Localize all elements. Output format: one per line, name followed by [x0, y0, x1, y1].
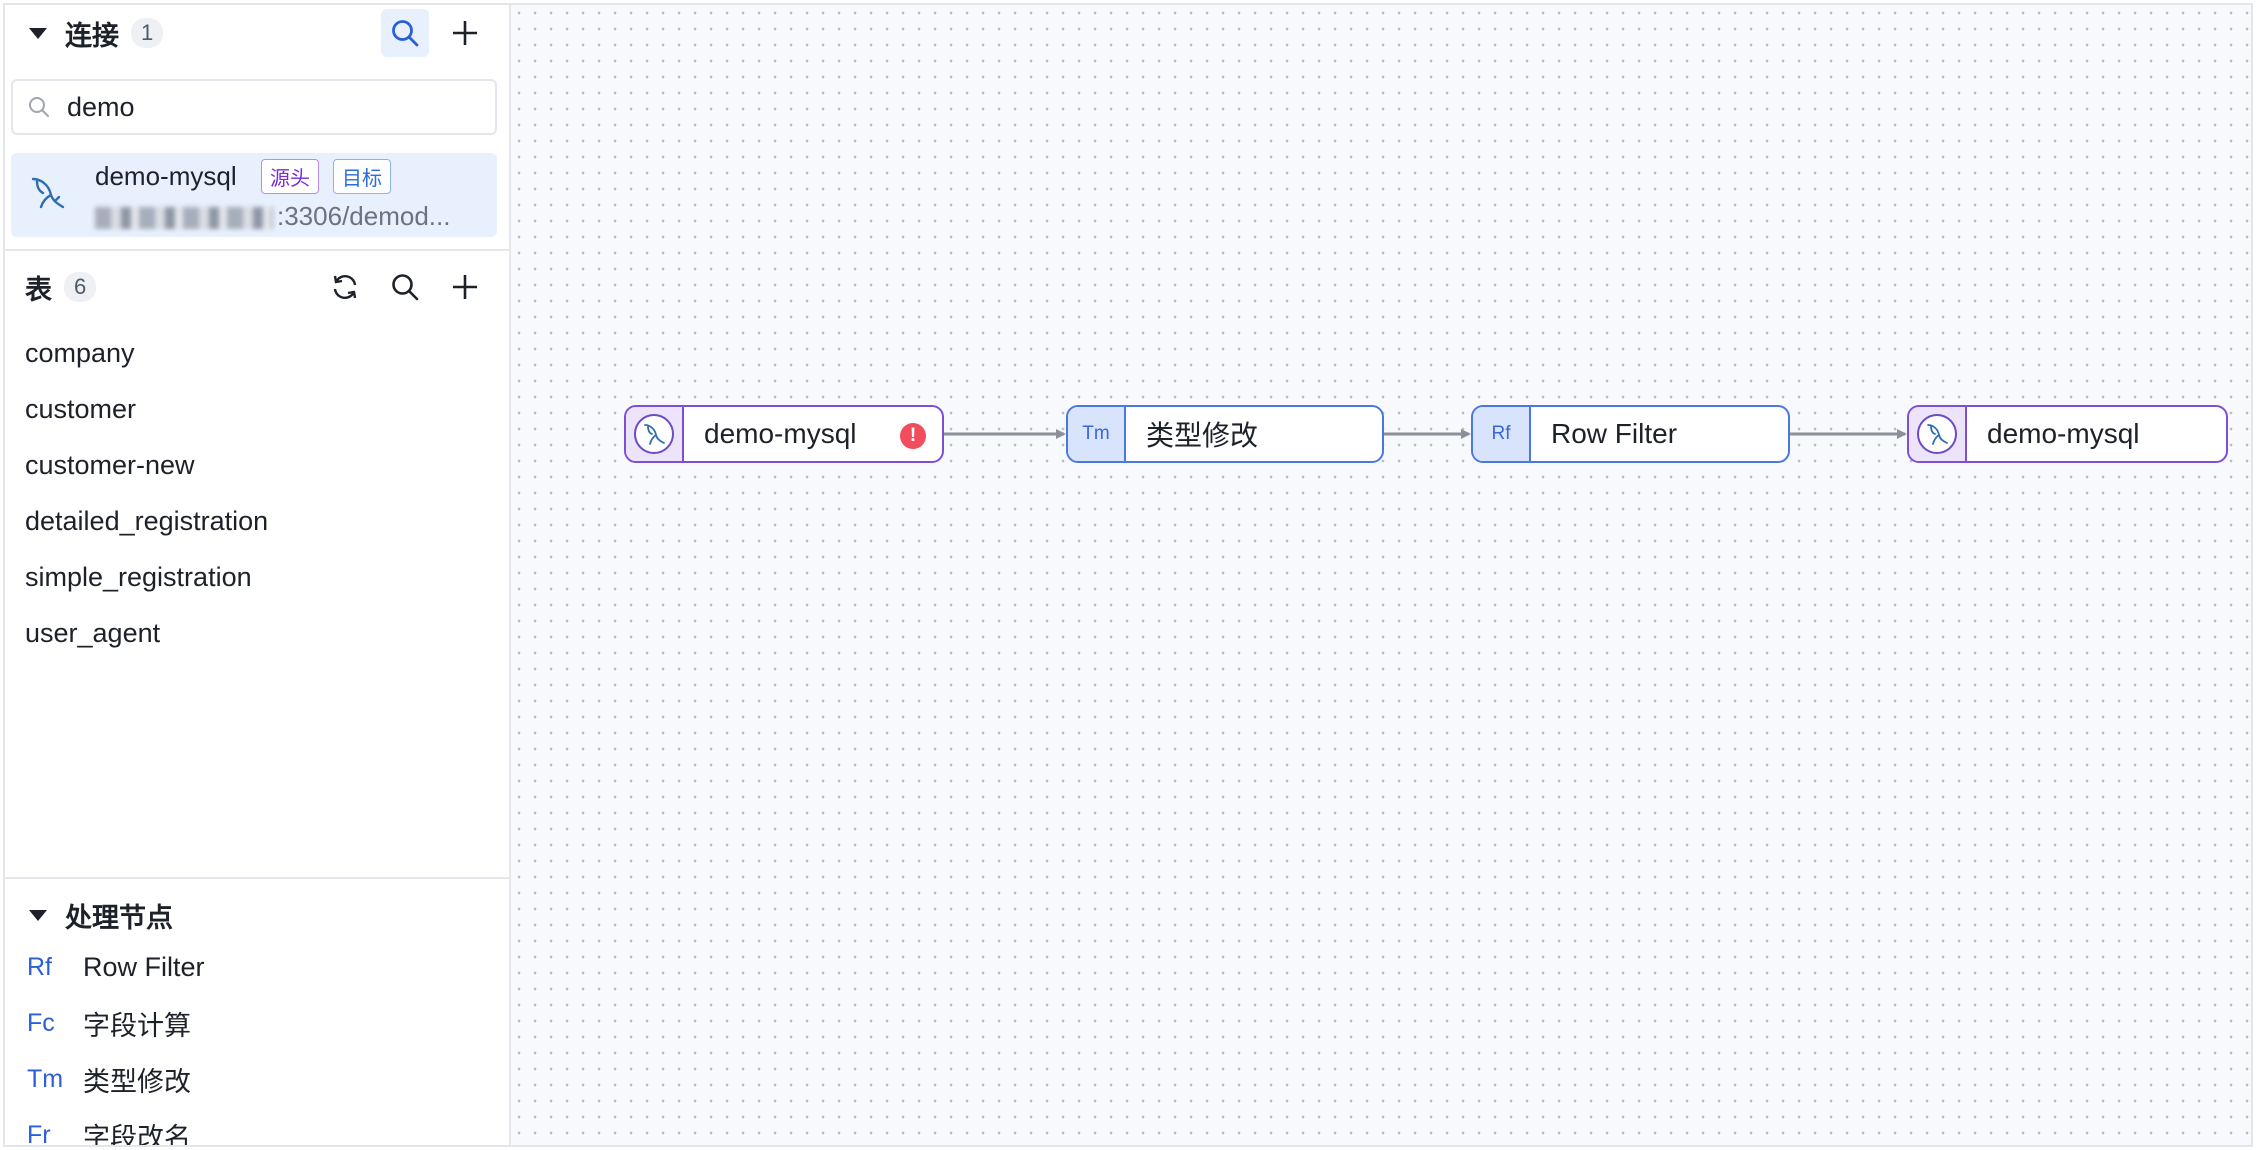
source-tag: 源头 [261, 159, 319, 194]
target-tag: 目标 [333, 159, 391, 194]
add-table-button[interactable] [441, 263, 489, 311]
connections-title: 连接 [65, 20, 119, 51]
redacted-host [95, 207, 273, 230]
node-label: 类型修改 [1146, 420, 1259, 451]
connection-item-demo-mysql[interactable]: demo-mysql 源头 目标 :3306/demod... [11, 153, 497, 237]
tables-header: 表 6 [5, 259, 509, 315]
processor-label: Row Filter [83, 951, 205, 982]
processor-list: Rf Row Filter Fc 字段计算 Tm 类型修改 Fr 字段改名 [5, 939, 509, 1147]
tables-actions [321, 259, 489, 315]
node-label: Row Filter [1551, 418, 1678, 449]
plus-icon [453, 21, 477, 45]
tables-count-badge: 6 [64, 272, 97, 302]
node-label: demo-mysql [704, 418, 857, 449]
connection-name: demo-mysql [95, 161, 237, 191]
caret-down-icon[interactable] [29, 27, 47, 39]
table-list: company customer customer-new detailed_r… [5, 325, 509, 661]
search-tables-button[interactable] [381, 263, 429, 311]
caret-down-icon[interactable] [29, 909, 47, 921]
connection-address: :3306/demod... [95, 201, 450, 232]
mysql-dolphin-icon [25, 171, 69, 220]
plus-icon [453, 275, 477, 299]
connection-search-box[interactable] [11, 79, 497, 135]
node-icon-area: Tm [1068, 407, 1126, 461]
table-item-customer-new[interactable]: customer-new [25, 450, 195, 480]
processor-abbr: Tm [27, 1064, 64, 1093]
processor-node-row-filter[interactable]: Rf Row Filter [1471, 405, 1790, 463]
mysql-dolphin-icon [1917, 414, 1957, 454]
connections-count-badge: 1 [131, 18, 164, 48]
target-node-demo-mysql[interactable]: demo-mysql [1907, 405, 2228, 463]
search-icon [392, 20, 419, 47]
processor-item-field-calc[interactable]: Fc 字段计算 [5, 995, 509, 1051]
processor-label: 字段计算 [83, 1010, 191, 1041]
add-connection-button[interactable] [441, 9, 489, 57]
section-divider [5, 877, 509, 879]
edges-layer [944, 429, 1907, 439]
processor-abbr: Tm [1082, 423, 1110, 444]
connection-address-suffix: :3306/demod... [277, 201, 451, 231]
section-divider [5, 249, 509, 251]
processors-title: 处理节点 [65, 902, 173, 933]
processor-abbr: Fc [27, 1008, 55, 1037]
processor-abbr: Fr [27, 1120, 51, 1147]
table-item-user-agent[interactable]: user_agent [25, 618, 161, 648]
node-icon-area [1909, 407, 1967, 461]
processors-header[interactable]: 处理节点 [5, 887, 509, 943]
mysql-dolphin-icon [634, 414, 674, 454]
processor-abbr: Rf [27, 952, 52, 981]
connections-header[interactable]: 连接 1 [5, 5, 509, 61]
table-item-company[interactable]: company [25, 338, 135, 368]
processor-node-type-modify[interactable]: Tm 类型修改 [1066, 405, 1384, 463]
search-icon [392, 274, 419, 301]
processor-item-field-rename[interactable]: Fr 字段改名 [5, 1107, 509, 1147]
error-alert-icon[interactable]: ! [900, 423, 926, 449]
processor-abbr: Rf [1491, 423, 1511, 444]
connection-search-input[interactable] [65, 90, 469, 124]
search-connections-button[interactable] [381, 9, 429, 57]
source-node-demo-mysql[interactable]: demo-mysql ! [624, 405, 944, 463]
app-frame: 连接 1 [3, 3, 2253, 1147]
dag-canvas[interactable]: demo-mysql ! Tm 类型修改 Rf Row Filter [511, 5, 2251, 1145]
node-icon-area [626, 407, 684, 461]
processor-item-row-filter[interactable]: Rf Row Filter [5, 939, 509, 995]
node-icon-area: Rf [1473, 407, 1531, 461]
sidebar: 连接 1 [5, 5, 511, 1145]
processor-label: 字段改名 [83, 1122, 191, 1147]
tables-title: 表 [25, 274, 52, 305]
search-icon [29, 97, 49, 117]
table-item-simple-registration[interactable]: simple_registration [25, 562, 252, 592]
table-item-detailed-registration[interactable]: detailed_registration [25, 506, 269, 536]
processor-label: 类型修改 [83, 1066, 191, 1097]
processor-item-type-modify[interactable]: Tm 类型修改 [5, 1051, 509, 1107]
connections-actions [381, 5, 489, 61]
node-label: demo-mysql [1987, 418, 2140, 449]
table-item-customer[interactable]: customer [25, 394, 137, 424]
refresh-icon [333, 274, 357, 300]
refresh-tables-button[interactable] [321, 263, 369, 311]
